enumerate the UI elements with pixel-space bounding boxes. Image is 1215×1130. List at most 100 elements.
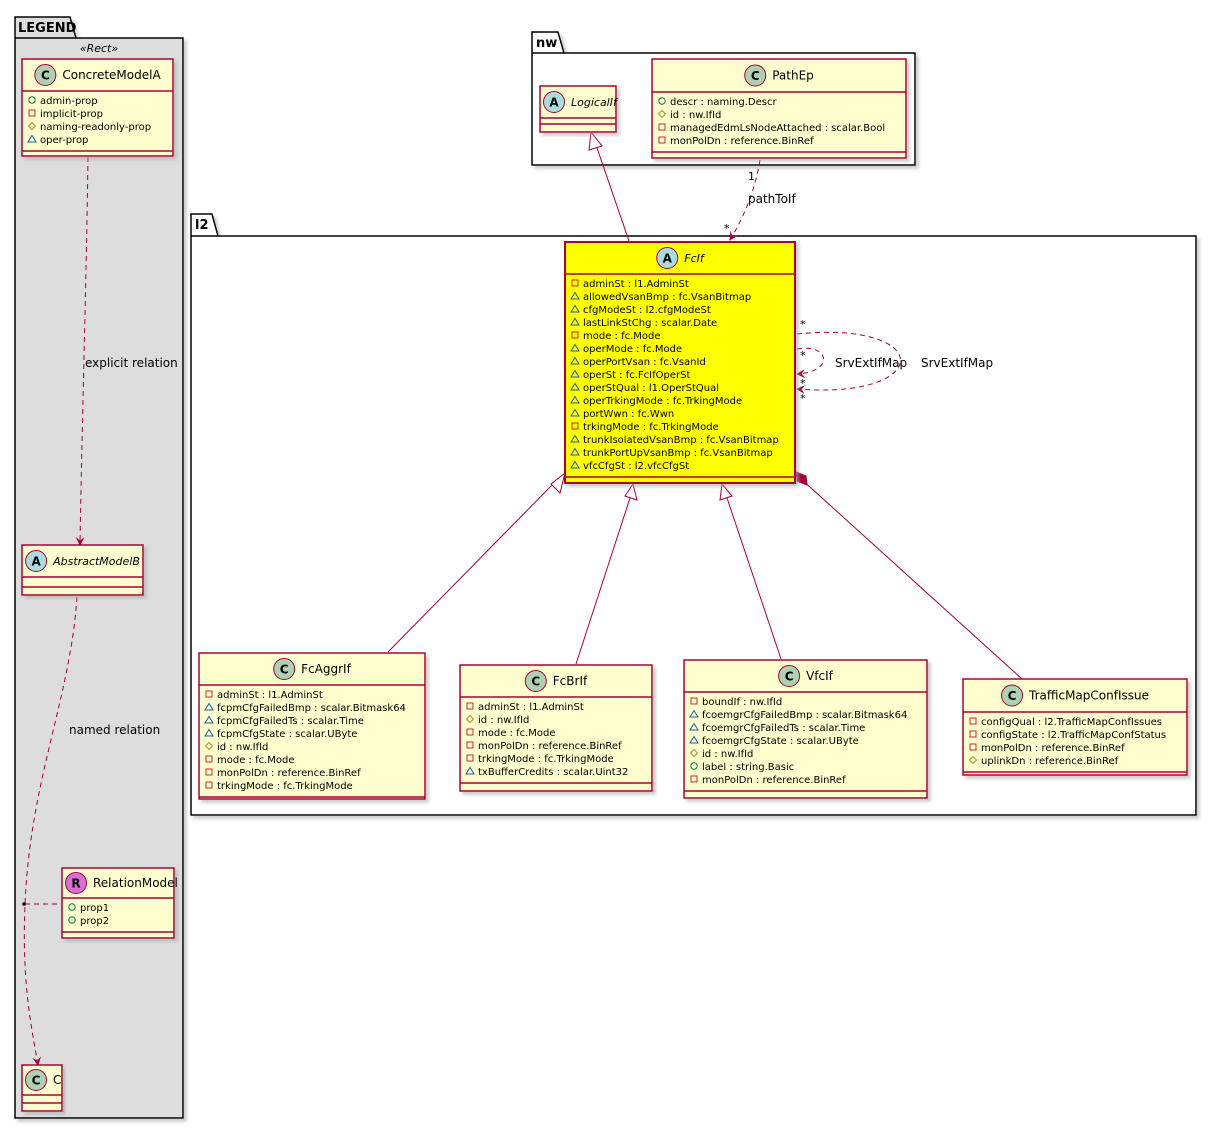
fc-br-if-class-attr: trkingMode : fc.TrkingMode [478,754,614,765]
traffic-map-conf-issue-class-attr: monPolDn : reference.BinRef [981,743,1125,754]
visibility-protected-icon [465,714,475,724]
visibility-private-icon [658,136,666,144]
class-icon: C [524,670,547,692]
visibility-protected-icon [968,755,978,765]
traffic-map-conf-issue-class-attr: configQual : l2.TrafficMapConfIssues [981,717,1162,728]
fc-br-if-class-name: FcBrIf [553,674,588,688]
vfc-if-class-attr: monPolDn : reference.BinRef [702,775,846,786]
legend-concrete-model-a[interactable]: ConcreteModelACadmin-propimplicit-propna… [21,58,174,157]
visibility-public-icon [658,97,666,105]
vfc-if-class-attr: fcoemgrCfgFailedBmp : scalar.Bitmask64 [702,710,907,721]
svg-text:C: C [32,1074,41,1088]
vfc-if-class-attr: boundIf : nw.IfId [702,697,782,708]
svg-text:C: C [41,69,50,83]
visibility-package-icon [570,395,580,404]
legend-package-title: LEGEND [18,21,77,36]
visibility-protected-icon [689,748,699,758]
fc-aggr-if-class-attr: trkingMode : fc.TrkingMode [217,781,353,792]
svg-text:C: C [280,663,289,677]
path-to-if-src-mult: 1 [748,170,755,183]
legend-class-c[interactable]: CC [21,1064,63,1112]
visibility-package-icon [204,715,214,724]
l2-package: l2 [190,213,1197,816]
visibility-public-icon [690,762,698,770]
fc-aggr-if-class-attr: fcpmCfgFailedTs : scalar.Time [217,716,364,727]
srv-mult-1: * [800,318,806,331]
legend-concrete-model-a-attr: oper-prop [40,135,88,146]
fc-if-class-attr: allowedVsanBmp : fc.VsanBitmap [583,292,751,303]
svg-text:A: A [549,96,559,110]
visibility-private-icon [969,743,977,751]
visibility-package-icon [465,766,475,775]
explicit-relation-label: explicit relation [85,356,178,370]
fc-aggr-if-class-attr: monPolDn : reference.BinRef [217,768,361,779]
logical-if-class[interactable]: LogicalIf A [539,85,619,133]
path-ep-class-attr: monPolDn : reference.BinRef [670,136,814,147]
path-ep-class-attr: descr : naming.Descr [670,97,777,108]
class-icon: C [273,658,296,680]
legend-relation-model-attr: prop2 [80,916,109,927]
visibility-private-icon [205,755,213,763]
class-icon: C [25,1069,47,1091]
visibility-private-icon [28,109,36,117]
legend-abstract-model-b-name: AbstractModelB [52,555,140,568]
fc-if-class-attr: operMode : fc.Mode [583,344,682,355]
fc-if-class-attr: adminSt : l1.AdminSt [583,279,689,290]
srv-mult-4: * [800,392,806,405]
srv-mult-3: * [800,377,806,390]
visibility-package-icon [570,291,580,300]
fc-if-class-attr: mode : fc.Mode [583,331,661,342]
visibility-private-icon [571,422,579,430]
legend-concrete-model-a-attr: implicit-prop [40,109,103,120]
fc-br-if-class-attr: id : nw.IfId [478,715,529,726]
svg-text:C: C [531,675,540,689]
visibility-private-icon [571,331,579,339]
relation-class-icon: R [65,872,87,894]
fc-br-if-class-attr: adminSt : l1.AdminSt [478,702,584,713]
visibility-package-icon [204,702,214,711]
visibility-private-icon [969,717,977,725]
visibility-package-icon [27,134,37,143]
fc-br-if-class-attr: txBufferCredits : scalar.Uint32 [478,767,628,778]
visibility-package-icon [570,434,580,443]
fc-aggr-if-class-attr: adminSt : l1.AdminSt [217,690,323,701]
visibility-private-icon [466,741,474,749]
fc-if-class-attr: trunkIsolatedVsanBmp : fc.VsanBitmap [583,435,779,446]
fc-aggr-if-class-name: FcAggrIf [301,662,351,676]
visibility-package-icon [689,722,699,731]
svg-text:A: A [31,555,41,569]
visibility-private-icon [466,728,474,736]
logical-if-class-name: LogicalIf [571,96,619,109]
vfc-if-class-name: VfcIf [806,669,834,683]
vfc-if-class-attr: fcoemgrCfgFailedTs : scalar.Time [702,723,865,734]
visibility-package-icon [570,447,580,456]
fc-if-class-attr: operSt : fc.FcIfOperSt [583,370,690,381]
relations [22,130,1023,1066]
vfc-if-class-attr: id : nw.IfId [702,749,753,760]
svg-text:A: A [663,252,673,266]
srv-ext-if-map-inner-label: SrvExtIfMap [835,356,907,370]
abstract-class-icon: A [656,247,679,269]
vfc-if-class-attr: label : string.Basic [702,762,794,773]
visibility-private-icon [205,781,213,789]
legend-abstract-model-b[interactable]: AbstractModelB A [21,544,144,596]
fc-if-class-attr: trkingMode : fc.TrkingMode [583,422,719,433]
path-ep-class-attr: managedEdmLsNodeAttached : scalar.Bool [670,123,885,134]
visibility-package-icon [570,304,580,313]
legend-relation-model-name: RelationModel [93,876,178,890]
visibility-public-icon [28,96,36,104]
traffic-map-conf-issue-class-name: TrafficMapConfIssue [1028,689,1149,703]
visibility-package-icon [570,356,580,365]
fc-if-class-attr: operTrkingMode : fc.TrkingMode [583,396,742,407]
fc-br-if-class-attr: mode : fc.Mode [478,728,556,739]
class-icon: C [34,64,57,86]
fc-aggr-if-class-attr: id : nw.IfId [217,742,268,753]
visibility-package-icon [570,343,580,352]
